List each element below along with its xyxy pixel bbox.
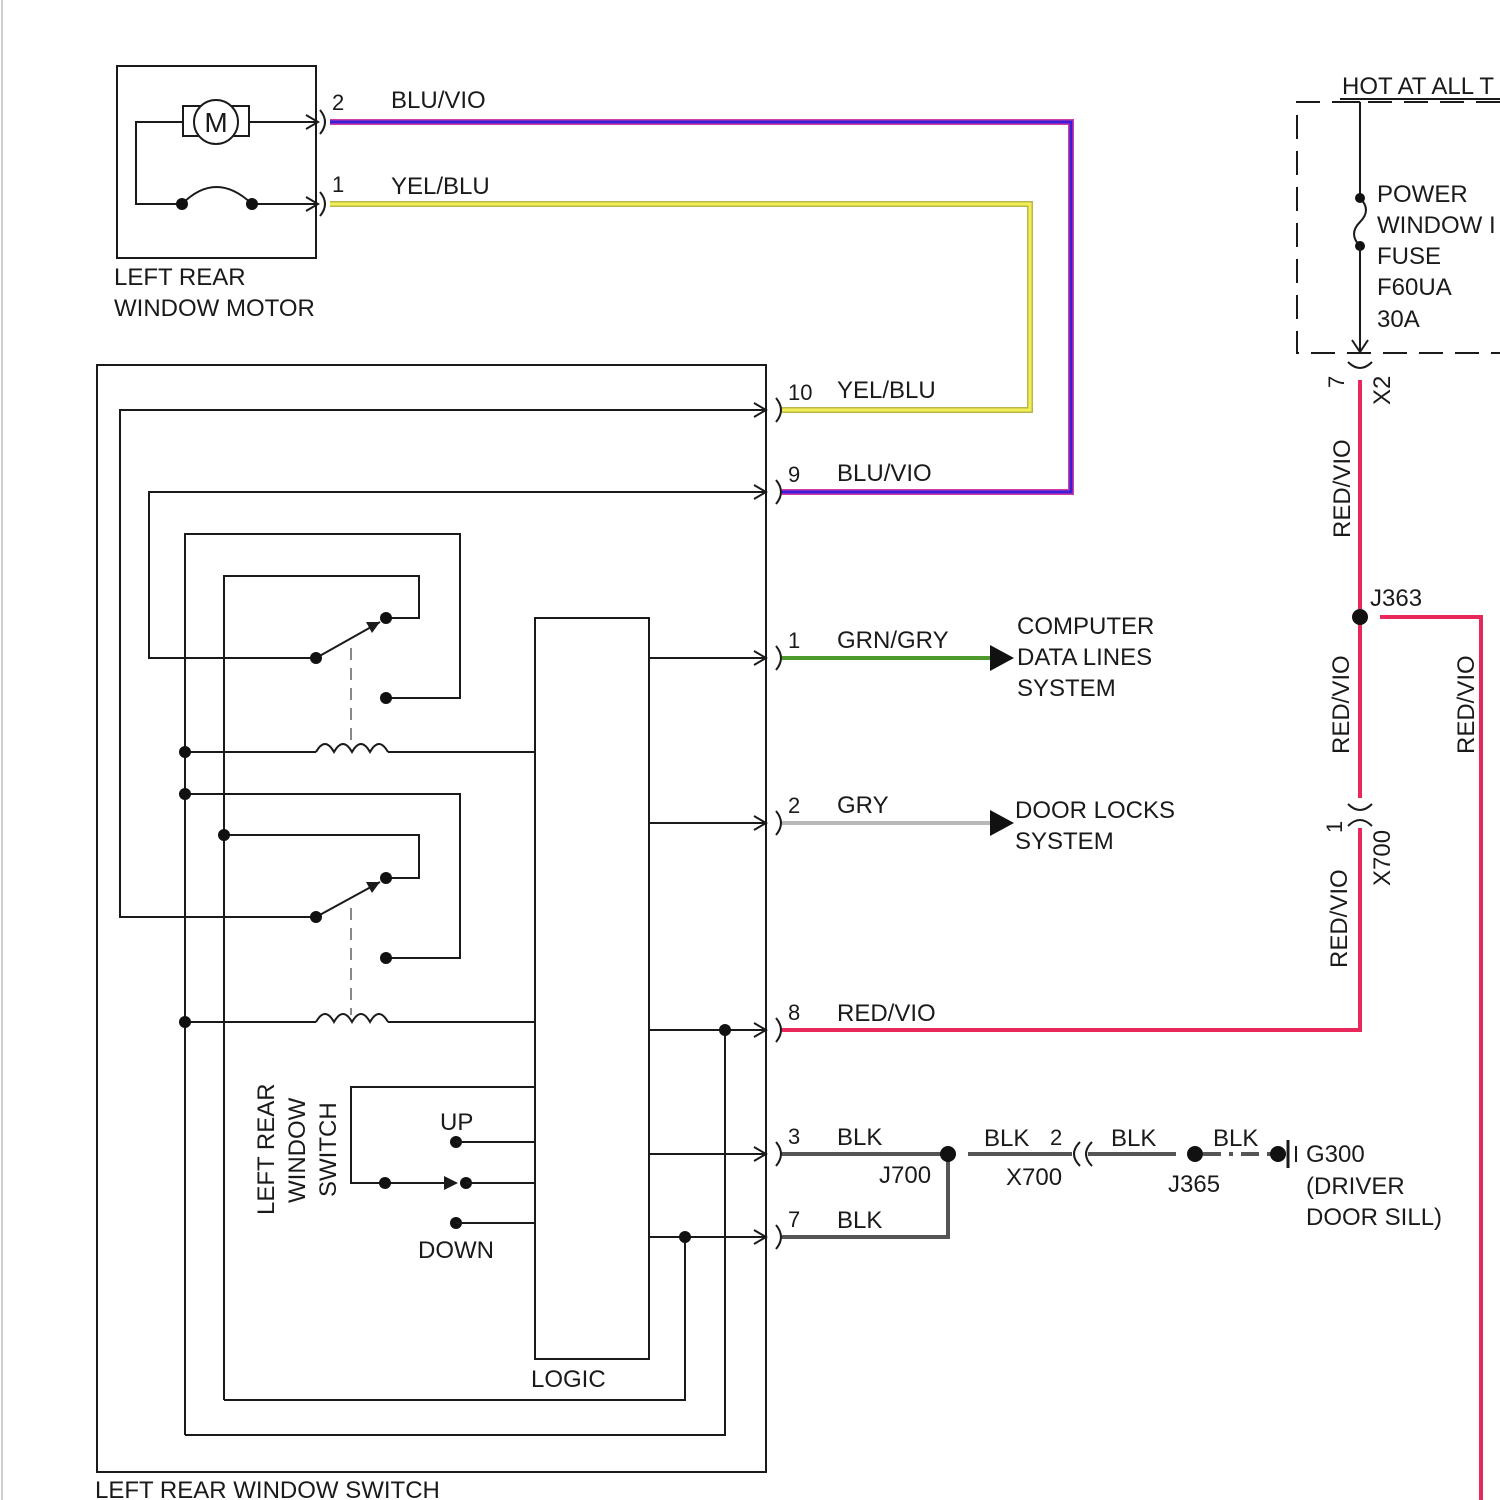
computer-data-label: DATA LINES (1017, 644, 1152, 671)
pin-number: 8 (788, 1000, 800, 1025)
pin-number: 3 (788, 1124, 800, 1149)
wire-label: RED/VIO (837, 1000, 936, 1027)
fuse-label: POWER (1377, 181, 1468, 208)
up-label: UP (440, 1109, 473, 1136)
relay-coil (316, 744, 388, 752)
ground-label: (DRIVER (1306, 1173, 1405, 1200)
wire-label-red-vio: RED/VIO (1326, 869, 1353, 968)
wire-label-blk: BLK (1111, 1125, 1156, 1152)
x700-label: X700 (1369, 830, 1396, 886)
wire-label-blk: BLK (1213, 1125, 1258, 1152)
splice-label-j700: J700 (879, 1162, 931, 1189)
connector-symbol (1074, 1142, 1080, 1166)
fuse-label: WINDOW I (1377, 212, 1496, 239)
switch-inner-label: LEFT REAR (253, 1083, 280, 1215)
wire-label-red-vio: RED/VIO (1329, 439, 1356, 538)
pin-number: 7 (788, 1207, 800, 1232)
splice-j700 (940, 1146, 956, 1162)
motor-pin-1: 1 (332, 172, 344, 197)
door-locks-label: SYSTEM (1015, 828, 1114, 855)
pin-number: 9 (788, 462, 800, 487)
door-locks-label: DOOR LOCKS (1015, 797, 1175, 824)
motor-label: WINDOW MOTOR (114, 295, 315, 322)
wire-label-blk: BLK (984, 1125, 1029, 1152)
splice-label-j363: J363 (1370, 585, 1422, 612)
wire-label-blu-vio: BLU/VIO (391, 87, 486, 114)
pin-number: 1 (788, 628, 800, 653)
x2-pin: 7 (1324, 376, 1349, 388)
splice-j363 (1352, 609, 1368, 625)
ground-label: DOOR SILL) (1306, 1204, 1442, 1231)
fuse-label: FUSE (1377, 243, 1441, 270)
wire-red-vio: J363 1 X700 RED/VIO RED/VIO RED/VIO RED/… (782, 380, 1481, 1500)
switch-inner-label: SWITCH (315, 1102, 342, 1197)
x700-pin: 2 (1050, 1125, 1062, 1150)
down-label: DOWN (418, 1237, 494, 1264)
motor-contact-dot (246, 198, 258, 210)
motor-label: LEFT REAR (114, 264, 246, 291)
pin-number: 2 (788, 793, 800, 818)
splice-label-j365: J365 (1168, 1171, 1220, 1198)
wire-label: YEL/BLU (837, 377, 936, 404)
x700-pin: 1 (1322, 821, 1347, 833)
fuse-label: 30A (1377, 306, 1420, 333)
x700-label: X700 (1006, 1164, 1062, 1191)
motor-symbol: M (204, 107, 227, 138)
connector-symbol (320, 110, 325, 134)
splice-j365 (1187, 1146, 1203, 1162)
wire-label: GRY (837, 792, 889, 819)
wire-label: BLK (837, 1124, 882, 1151)
logic-label: LOGIC (531, 1366, 606, 1393)
logic-module (535, 618, 649, 1359)
switch-inner-label: WINDOW (284, 1097, 311, 1203)
relay-coil (316, 1014, 388, 1022)
computer-data-label: SYSTEM (1017, 675, 1116, 702)
fuse-symbol (1354, 198, 1366, 246)
wire-label-red-vio: RED/VIO (1453, 655, 1480, 754)
wire-label: BLU/VIO (837, 460, 932, 487)
motor-pin-2: 2 (332, 90, 344, 115)
connector-symbol (320, 192, 325, 216)
wire-label: BLK (837, 1207, 882, 1234)
switch-label: LEFT REAR WINDOW SWITCH (95, 1477, 440, 1500)
wire-label-yel-blu: YEL/BLU (391, 173, 490, 200)
x2-label: X2 (1369, 376, 1396, 405)
computer-data-label: COMPUTER (1017, 613, 1154, 640)
wire-label: GRN/GRY (837, 627, 949, 654)
wire-label-red-vio: RED/VIO (1328, 655, 1355, 754)
window-switch: LEFT REAR WINDOW SWITCH (95, 365, 766, 1500)
motor-contact-dot (176, 198, 188, 210)
switch-connectors: 10 9 1 2 8 3 7 YEL/BLU BLU/VIO GRN/GRY G… (776, 377, 949, 1249)
ground-label: G300 (1306, 1141, 1365, 1168)
window-motor: M 2 1 LEFT REAR WINDOW MOTOR (114, 66, 344, 322)
fuse-box: HOT AT ALL T POWER WINDOW I FUSE F60UA 3… (1297, 73, 1500, 405)
fuse-header: HOT AT ALL T (1342, 73, 1494, 100)
pin-number: 10 (788, 380, 812, 405)
fuse-label: F60UA (1377, 274, 1452, 301)
